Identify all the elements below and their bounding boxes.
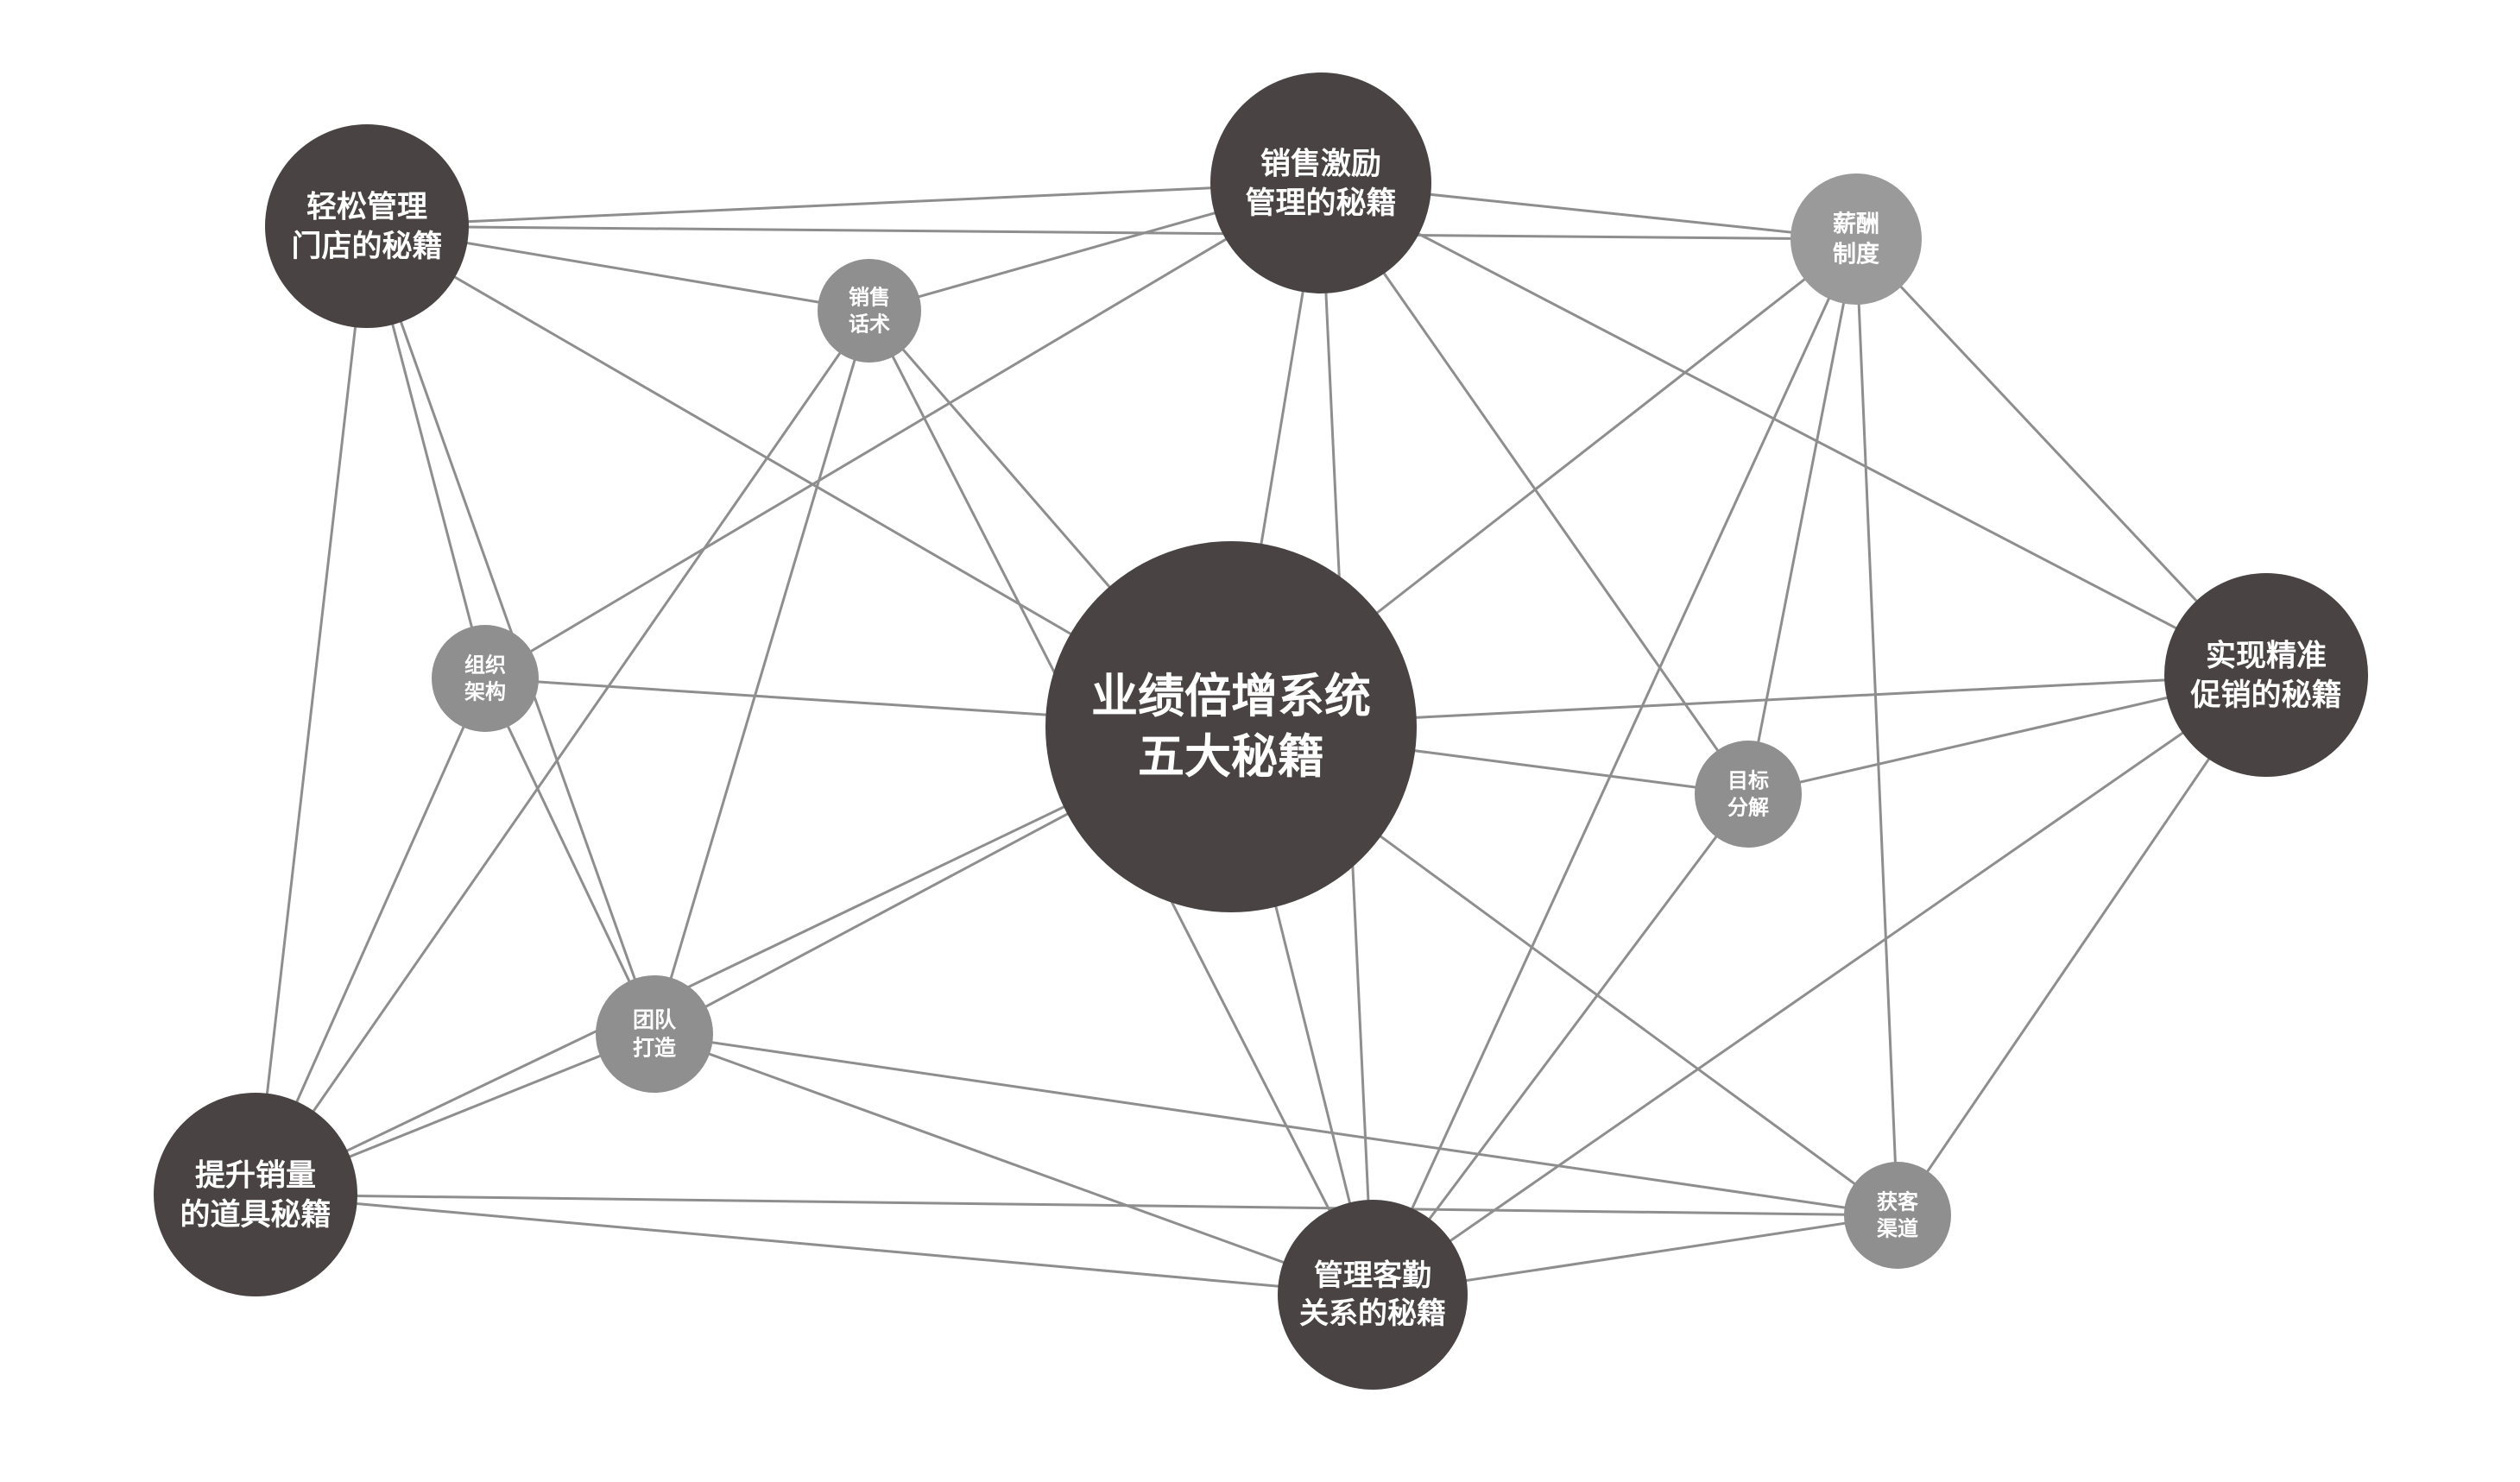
node-circle-mubiao [1695,741,1802,848]
node-qingsong: 轻松管理门店的秘籍 [265,124,469,328]
node-huoke: 获客渠道 [1844,1162,1951,1269]
edge-xinchou-mubiao [1746,238,1858,795]
node-circle-guanli [1278,1200,1468,1390]
node-circle-xinchou [1791,173,1922,305]
edge-xiaoshoujili-zuzhi [484,181,1322,680]
node-center: 业绩倍增系统五大秘籍 [1045,541,1417,912]
node-shixianjingzhun: 实现精准促销的秘籍 [2164,573,2368,777]
edge-guanli-shixianjingzhun [1372,673,2267,1296]
edge-xiaoshouhuashu-tisheng [254,310,871,1195]
node-xinchou: 薪酬制度 [1791,173,1922,305]
edge-xinchou-huoke [1854,238,1899,1216]
edge-tuandui-guanli [654,1032,1374,1296]
edge-xiaoshoujili-shixianjingzhun [1320,181,2267,677]
nodes-layer: 业绩倍增系统五大秘籍 轻松管理门店的秘籍 销售激励管理的秘籍实现精准促销的秘籍提升销… [154,73,2368,1390]
node-circle-tisheng [154,1093,357,1296]
node-tisheng: 提升销量的道具秘籍 [154,1093,357,1296]
node-xiaoshoujili: 销售激励管理的秘籍 [1210,73,1431,293]
node-circle-shixianjingzhun [2164,573,2368,777]
node-circle-zuzhi [432,625,539,732]
node-circle-tuandui [596,975,713,1093]
node-circle-center [1045,541,1417,912]
edge-qingsong-tisheng [254,225,369,1195]
node-tuandui: 团队打造 [596,975,713,1093]
node-circle-xiaoshoujili [1210,73,1431,293]
node-circle-xiaoshouhuashu [818,259,921,363]
edge-mubiao-guanli [1371,793,1750,1296]
node-guanli: 管理客勤关系的秘籍 [1278,1200,1468,1390]
node-xiaoshouhuashu: 销售话术 [818,259,921,363]
edge-zuzhi-tuandui [483,678,656,1035]
edge-huoke-shixianjingzhun [1896,674,2268,1216]
node-circle-qingsong [265,124,469,328]
node-mubiao: 目标分解 [1695,741,1802,848]
edge-qingsong-tuandui [365,225,656,1035]
edge-qingsong-xinchou [366,224,1857,241]
edge-tuandui-huoke [654,1032,1898,1217]
node-circle-huoke [1844,1162,1951,1269]
edge-xinchou-guanli [1371,238,1858,1296]
edge-tisheng-guanli [255,1193,1374,1296]
edge-tisheng-huoke [255,1193,1898,1217]
node-zuzhi: 组织架构 [432,625,539,732]
edge-qingsong-xiaoshoujili [366,181,1322,228]
edge-xiaoshouhuashu-tuandui [653,310,871,1035]
